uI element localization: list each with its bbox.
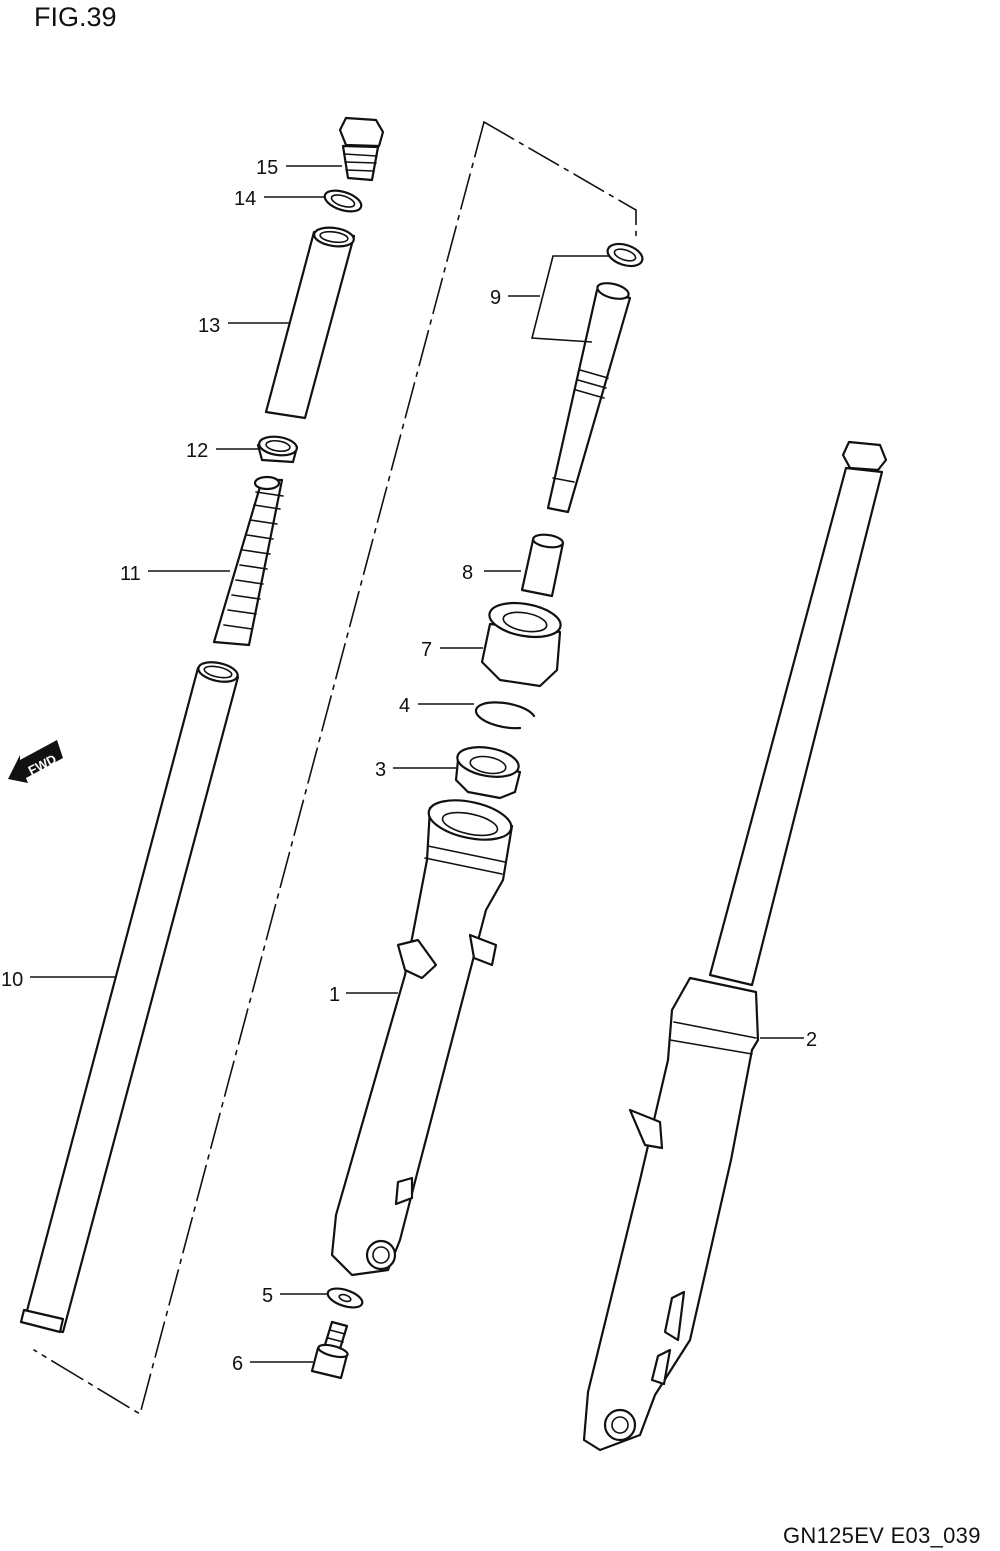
part-6-bolt bbox=[310, 1320, 349, 1380]
callout-6: 6 bbox=[232, 1353, 243, 1375]
callout-1: 1 bbox=[329, 984, 340, 1006]
callout-leaders bbox=[30, 165, 804, 1363]
fwd-arrow-icon: FWD bbox=[8, 740, 63, 783]
callout-10: 10 bbox=[1, 969, 23, 991]
callout-14: 14 bbox=[234, 188, 256, 210]
diagram-code: GN125EV E03_039 bbox=[783, 1523, 981, 1548]
part-1-outer-tube bbox=[330, 799, 514, 1277]
figure-title: FIG.39 bbox=[34, 2, 117, 32]
part-7-oil-lock-piece bbox=[480, 601, 562, 688]
callout-4: 4 bbox=[399, 695, 410, 717]
assembly-guide-lines bbox=[33, 121, 637, 1416]
part-15-fork-cap-bolt bbox=[338, 116, 385, 182]
callout-3: 3 bbox=[375, 759, 386, 781]
callout-5: 5 bbox=[262, 1285, 273, 1307]
part-5-washer bbox=[326, 1287, 364, 1309]
callout-8: 8 bbox=[462, 562, 473, 584]
part-11-fork-spring bbox=[212, 475, 284, 647]
callout-12: 12 bbox=[186, 440, 208, 462]
part-4-snap-ring bbox=[474, 701, 536, 730]
part-9-damper-rod bbox=[546, 242, 644, 514]
part-2-front-fork-assembly bbox=[582, 440, 888, 1452]
part-3-oil-seal bbox=[454, 746, 522, 800]
callout-11: 11 bbox=[120, 563, 141, 585]
part-10-inner-tube bbox=[19, 661, 240, 1334]
part-8-collar bbox=[520, 533, 565, 598]
part-12-spring-seat bbox=[256, 435, 299, 464]
callout-13: 13 bbox=[198, 315, 220, 337]
callout-15: 15 bbox=[256, 157, 278, 179]
callout-numbers: 15 14 13 12 11 10 9 8 7 4 3 1 5 6 2 bbox=[1, 157, 817, 1375]
callout-2: 2 bbox=[806, 1029, 817, 1051]
part-13-spacer-tube bbox=[264, 226, 356, 420]
callout-9: 9 bbox=[490, 287, 501, 309]
part-14-o-ring bbox=[323, 189, 363, 213]
callout-7: 7 bbox=[421, 639, 432, 661]
